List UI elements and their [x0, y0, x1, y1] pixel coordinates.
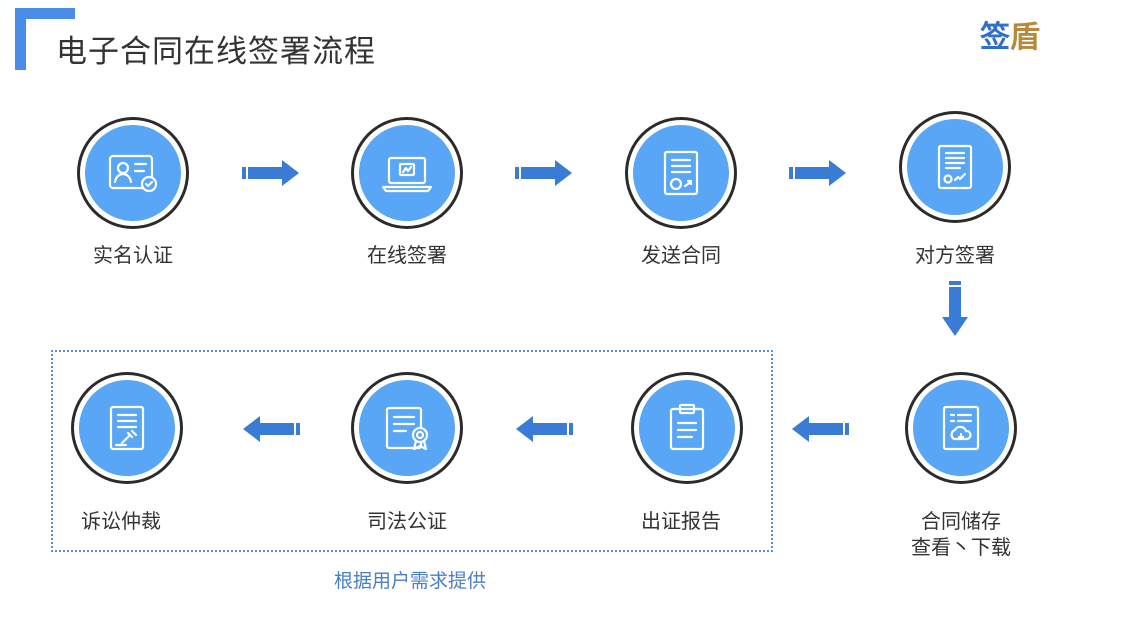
- step-label: 出证报告: [641, 509, 721, 533]
- step-judicial-notary: [354, 375, 460, 481]
- arrow-right-icon: [242, 160, 299, 186]
- optional-services-note: 根据用户需求提供: [333, 570, 486, 592]
- step-label: 发送合同: [641, 243, 721, 267]
- step-evidence-report: [634, 375, 740, 481]
- step-label-secondary: 查看丶下载: [911, 535, 1011, 559]
- cloud-storage-icon: [942, 405, 980, 451]
- title-accent-bar-vertical: [15, 8, 26, 70]
- id-card-icon: [108, 154, 158, 193]
- step-label: 诉讼仲裁: [81, 509, 161, 533]
- certificate-icon: [385, 406, 429, 451]
- arrow-left-icon: [516, 416, 573, 442]
- document-sign-icon: [937, 144, 973, 190]
- step-contract-storage: [908, 375, 1014, 481]
- gavel-document-icon: [109, 405, 145, 451]
- step-send-contract: [628, 120, 734, 226]
- brand-logo: 签盾: [980, 20, 1040, 55]
- step-label: 实名认证: [93, 243, 173, 267]
- arrow-left-icon: [792, 416, 849, 442]
- arrow-right-icon: [789, 160, 846, 186]
- clipboard-icon: [669, 403, 705, 451]
- contract-send-icon: [663, 150, 699, 196]
- step-online-sign: [354, 120, 460, 226]
- title-accent-bar-horizontal: [15, 8, 75, 19]
- optional-services-box: [51, 350, 773, 552]
- step-counterparty-sign: [902, 114, 1008, 220]
- page-title: 电子合同在线签署流程: [56, 34, 376, 70]
- step-litigation-arbitration: [74, 375, 180, 481]
- step-label: 合同储存: [921, 509, 1001, 533]
- arrow-right-icon: [515, 160, 572, 186]
- step-label: 司法公证: [367, 509, 447, 533]
- step-label: 对方签署: [915, 243, 995, 267]
- arrow-left-icon: [243, 416, 300, 442]
- step-real-name-auth: [80, 120, 186, 226]
- arrow-down-icon: [942, 281, 968, 336]
- laptop-sign-icon: [381, 156, 433, 193]
- step-label: 在线签署: [367, 243, 447, 267]
